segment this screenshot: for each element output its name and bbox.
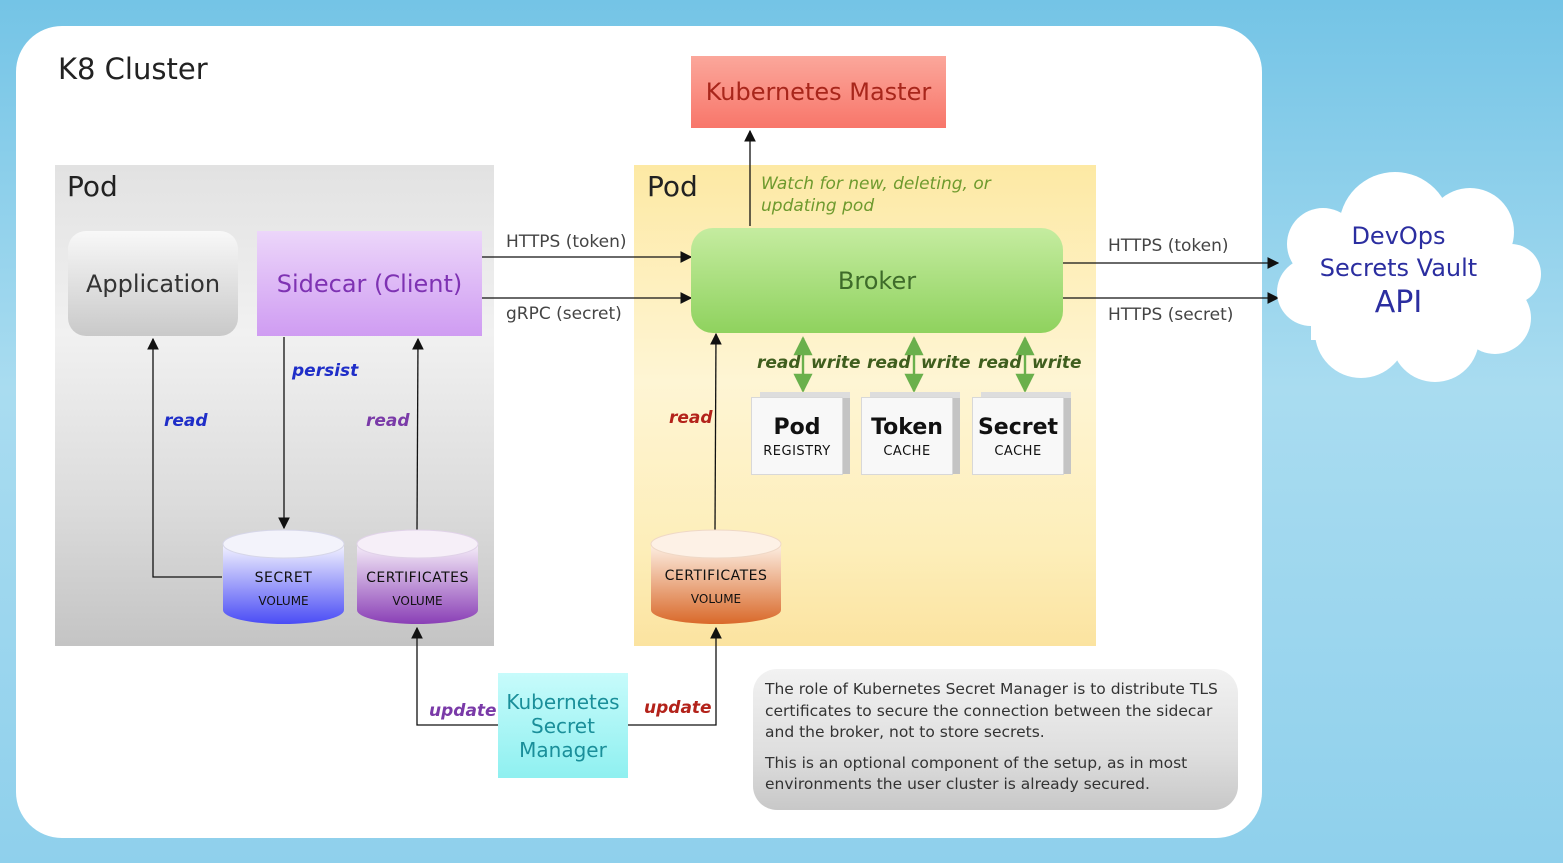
label-pod-registry-write: write — [811, 353, 861, 373]
ksm-line1: Kubernetes — [506, 689, 620, 714]
certificates-volume-left-sub: VOLUME — [392, 594, 443, 608]
label-secret-cache-write: write — [1032, 353, 1082, 373]
secret-volume-title: SECRET — [254, 570, 313, 586]
label-token-cache-read: read — [867, 353, 911, 373]
ksm-line3: Manager — [519, 737, 607, 762]
ksm-line2: Secret — [531, 713, 595, 738]
right-pod-label: Pod — [647, 170, 698, 203]
label-https-token-right: HTTPS (token) — [1108, 236, 1229, 256]
pod-registry-sub: REGISTRY — [763, 443, 831, 459]
edge-ksm-update-right — [628, 626, 722, 726]
certificates-volume-left-cylinder: CERTIFICATES VOLUME — [356, 528, 479, 628]
secret-volume-sub: VOLUME — [258, 594, 309, 608]
explanatory-note: The role of Kubernetes Secret Manager is… — [753, 669, 1238, 810]
label-https-secret: HTTPS (secret) — [1108, 305, 1234, 325]
watch-note: Watch for new, deleting, or updating pod — [761, 174, 991, 216]
left-pod-label: Pod — [67, 170, 118, 203]
label-secret-cache-read: read — [978, 353, 1022, 373]
edge-certs-to-sidecar — [412, 337, 424, 531]
label-pod-registry-read: read — [757, 353, 801, 373]
certificates-volume-left-title: CERTIFICATES — [366, 570, 469, 586]
pod-registry-box: Pod REGISTRY — [751, 397, 843, 475]
edge-certs-to-broker — [710, 332, 722, 531]
certificates-volume-right-sub: VOLUME — [690, 592, 742, 606]
secret-cache-box: Secret CACHE — [972, 397, 1064, 475]
certificates-volume-right-title: CERTIFICATES — [664, 568, 768, 584]
kubernetes-master: Kubernetes Master — [691, 56, 946, 128]
secret-cache-title: Secret — [977, 414, 1059, 440]
cluster-label: K8 Cluster — [58, 52, 208, 86]
vault-line2: Secrets Vault — [1319, 254, 1478, 282]
token-cache-sub: CACHE — [883, 443, 931, 459]
token-cache-box: Token CACHE — [861, 397, 953, 475]
label-update-right: update — [644, 698, 712, 718]
vault-cloud-shape — [1277, 172, 1541, 382]
note-paragraph-1: The role of Kubernetes Secret Manager is… — [765, 680, 1218, 741]
secret-volume-cylinder: SECRET VOLUME — [222, 528, 345, 628]
label-read-broker: read — [669, 408, 713, 428]
label-token-cache-write: write — [921, 353, 971, 373]
label-persist: persist — [292, 361, 359, 381]
certificates-volume-right-cylinder: CERTIFICATES VOLUME — [650, 528, 782, 628]
edge-ksm-update-left — [411, 626, 498, 726]
edge-secret-to-application — [147, 337, 222, 578]
application-box: Application — [68, 231, 238, 336]
pod-registry-title: Pod — [773, 414, 821, 440]
sidecar-client-box: Sidecar (Client) — [257, 231, 482, 336]
secret-cache-sub: CACHE — [994, 443, 1042, 459]
vault-line1: DevOps — [1351, 222, 1446, 250]
label-update-left: update — [429, 701, 497, 721]
label-https-token-left: HTTPS (token) — [506, 232, 627, 252]
token-cache-title: Token — [871, 414, 943, 440]
kubernetes-secret-manager: Kubernetes Secret Manager — [498, 673, 628, 778]
label-grpc-secret: gRPC (secret) — [506, 304, 622, 324]
note-paragraph-2: This is an optional component of the set… — [765, 753, 1188, 794]
label-read-sidecar: read — [366, 411, 410, 431]
vault-api-label: DevOps Secrets Vault API — [1296, 220, 1501, 322]
label-read-application: read — [164, 411, 208, 431]
broker-box: Broker — [691, 228, 1063, 333]
vault-line3: API — [1374, 285, 1423, 320]
